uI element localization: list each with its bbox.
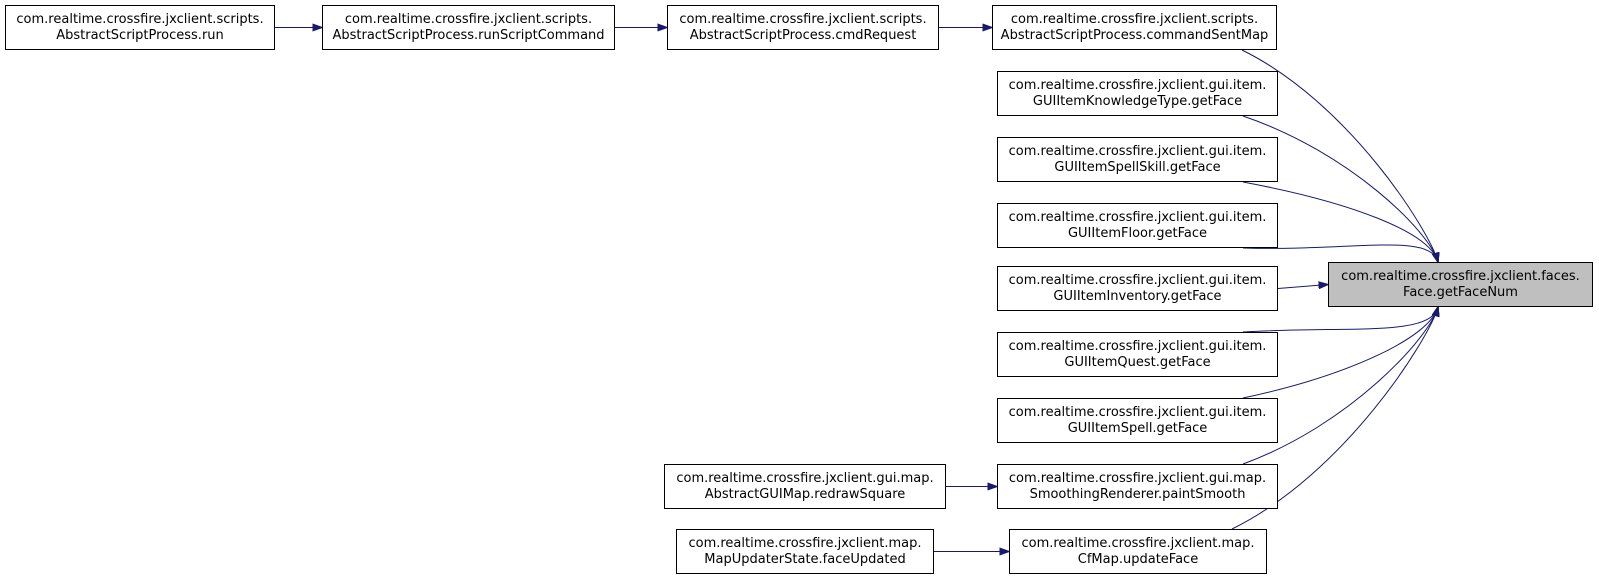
node-line2: GUIItemFloor.getFace <box>1067 225 1208 241</box>
node-cmdrequest[interactable]: com.realtime.crossfire.jxclient.scripts.… <box>667 5 939 50</box>
node-line2: GUIItemInventory.getFace <box>1053 288 1222 304</box>
node-line2: MapUpdaterState.faceUpdated <box>704 551 906 567</box>
node-smoothingrenderer-paintsmooth[interactable]: com.realtime.crossfire.jxclient.gui.map.… <box>997 464 1278 509</box>
node-line2: SmoothingRenderer.paintSmooth <box>1029 486 1246 502</box>
edge-paintSmooth-to-focus <box>1242 307 1438 465</box>
node-line1: com.realtime.crossfire.jxclient.gui.item… <box>1008 209 1267 225</box>
node-line1: com.realtime.crossfire.jxclient.gui.item… <box>1008 77 1267 93</box>
node-line2: AbstractScriptProcess.cmdRequest <box>689 27 917 43</box>
node-line1: com.realtime.crossfire.jxclient.scripts. <box>679 11 927 27</box>
node-line2: GUIItemSpell.getFace <box>1067 420 1208 436</box>
node-cfmap-updateface[interactable]: com.realtime.crossfire.jxclient.map. CfM… <box>1009 529 1267 574</box>
node-guiitemquest-getface[interactable]: com.realtime.crossfire.jxclient.gui.item… <box>997 332 1278 377</box>
node-line1: com.realtime.crossfire.jxclient.gui.map. <box>676 470 934 486</box>
node-guiitemspellskill-getface[interactable]: com.realtime.crossfire.jxclient.gui.item… <box>997 137 1278 182</box>
node-line1: com.realtime.crossfire.jxclient.map. <box>1021 535 1255 551</box>
node-line1: com.realtime.crossfire.jxclient.gui.item… <box>1008 143 1267 159</box>
node-line1: com.realtime.crossfire.jxclient.faces. <box>1341 268 1580 284</box>
node-line2: CfMap.updateFace <box>1077 551 1199 567</box>
node-face-getfacenum: com.realtime.crossfire.jxclient.faces. F… <box>1328 262 1593 307</box>
node-line1: com.realtime.crossfire.jxclient.scripts. <box>16 11 264 27</box>
node-line1: com.realtime.crossfire.jxclient.map. <box>688 535 922 551</box>
node-line2: GUIItemQuest.getFace <box>1064 354 1211 370</box>
edge-floor-to-focus <box>1242 244 1438 262</box>
node-line2: GUIItemSpellSkill.getFace <box>1054 159 1221 175</box>
node-line1: com.realtime.crossfire.jxclient.gui.item… <box>1008 272 1267 288</box>
edge-spellSkill-to-focus <box>1242 181 1438 262</box>
edge-inventory-to-focus <box>1277 285 1328 289</box>
node-guiitemspell-getface[interactable]: com.realtime.crossfire.jxclient.gui.item… <box>997 398 1278 443</box>
node-line2: Face.getFaceNum <box>1403 284 1518 300</box>
edge-commandSentMap-to-focus <box>1241 49 1438 262</box>
node-line1: com.realtime.crossfire.jxclient.gui.map. <box>1008 470 1267 486</box>
node-mapupdaterstate-faceupdated[interactable]: com.realtime.crossfire.jxclient.map. Map… <box>676 529 934 574</box>
node-run[interactable]: com.realtime.crossfire.jxclient.scripts.… <box>5 5 275 50</box>
node-line2: GUIItemKnowledgeType.getFace <box>1032 93 1243 109</box>
node-runscriptcommand[interactable]: com.realtime.crossfire.jxclient.scripts.… <box>322 5 615 50</box>
node-line2: AbstractScriptProcess.commandSentMap <box>1000 27 1269 43</box>
node-line2: AbstractScriptProcess.run <box>56 27 224 43</box>
node-abstractguimap-redrawsquare[interactable]: com.realtime.crossfire.jxclient.gui.map.… <box>664 464 946 509</box>
node-line1: com.realtime.crossfire.jxclient.scripts. <box>344 11 593 27</box>
node-line1: com.realtime.crossfire.jxclient.gui.item… <box>1008 338 1267 354</box>
node-line2: AbstractScriptProcess.runScriptCommand <box>332 27 605 43</box>
node-commandsentmap[interactable]: com.realtime.crossfire.jxclient.scripts.… <box>992 5 1277 50</box>
node-line1: com.realtime.crossfire.jxclient.scripts. <box>1010 11 1259 27</box>
node-guiitemknowledgetype-getface[interactable]: com.realtime.crossfire.jxclient.gui.item… <box>997 71 1278 116</box>
node-line1: com.realtime.crossfire.jxclient.gui.item… <box>1008 404 1267 420</box>
edge-spell-to-focus <box>1242 307 1438 399</box>
node-guiiteminventory-getface[interactable]: com.realtime.crossfire.jxclient.gui.item… <box>997 266 1278 311</box>
edge-knowledgeType-to-focus <box>1242 115 1438 262</box>
node-guiitemfloor-getface[interactable]: com.realtime.crossfire.jxclient.gui.item… <box>997 203 1278 248</box>
node-line2: AbstractGUIMap.redrawSquare <box>704 486 906 502</box>
